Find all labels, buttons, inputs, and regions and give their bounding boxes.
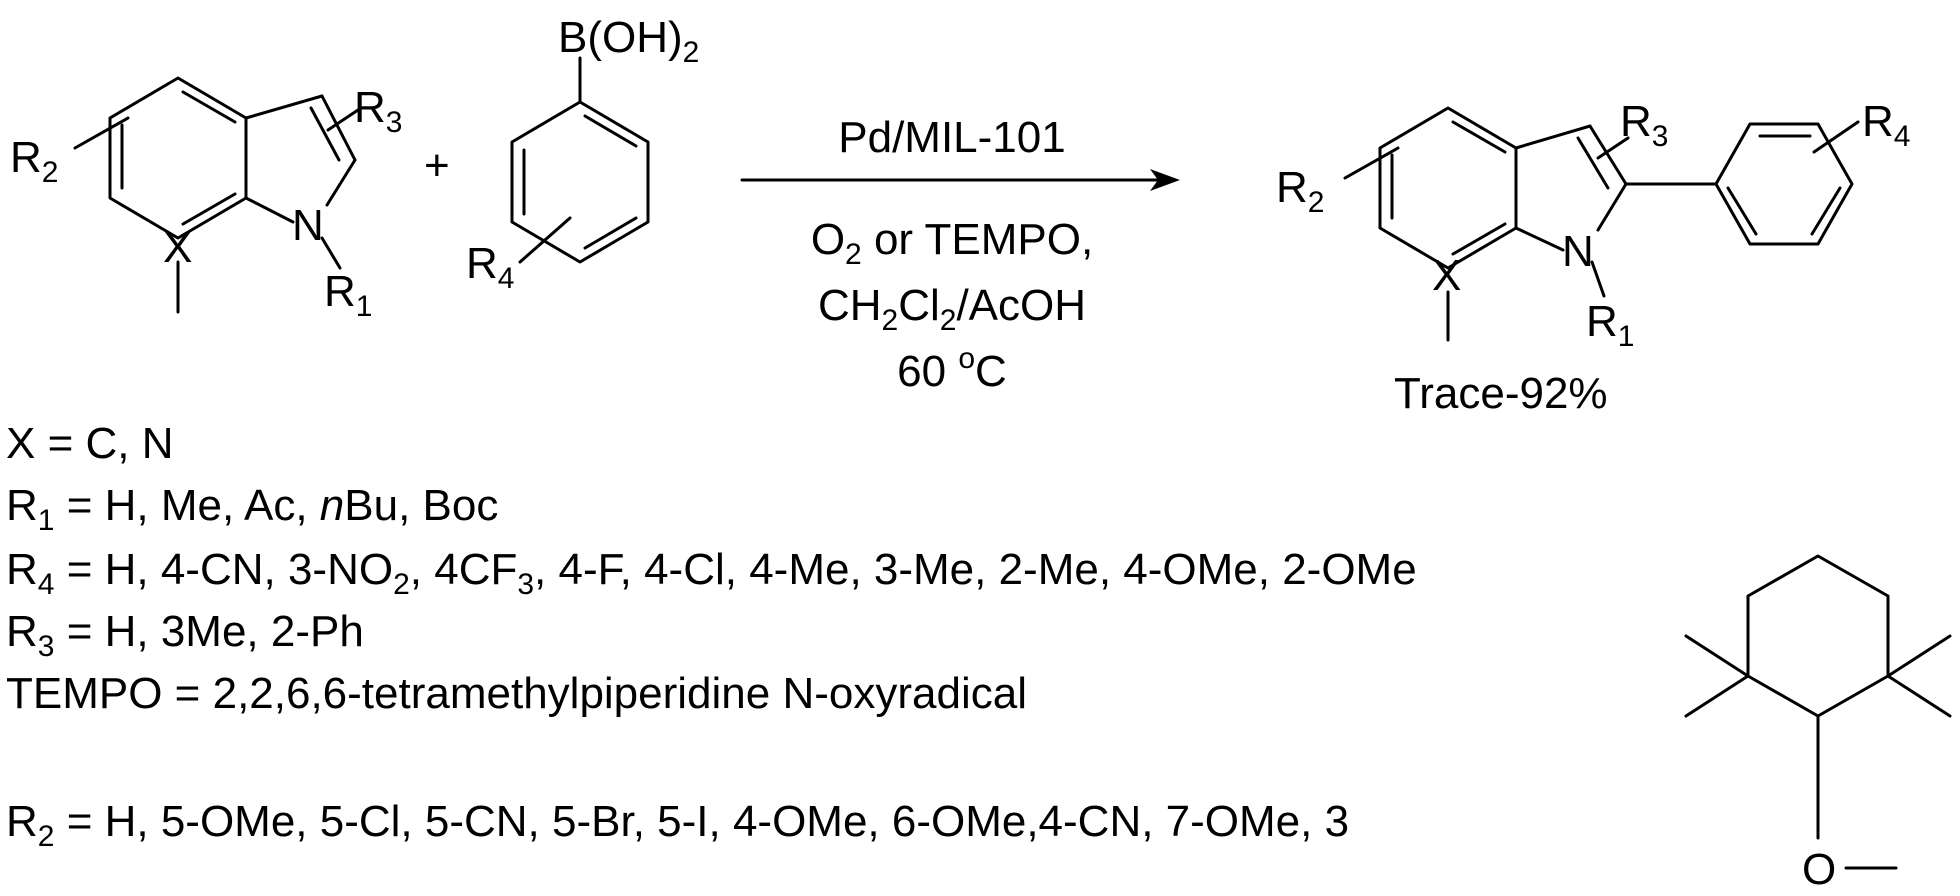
product-r3-bond [1596, 136, 1630, 160]
tempo-structure: O [1684, 554, 1952, 894]
product-yield-label: Trace-92% [1394, 369, 1608, 418]
reaction-conditions: Pd/MIL-101 O2 or TEMPO, CH2Cl2/AcOH 60 o… [740, 113, 1180, 396]
def-r1-line: R1 = H, Me, Ac, nBu, Boc [6, 481, 498, 537]
indole-benzene-ring [108, 76, 248, 240]
substituent-definitions: X = C, N R1 = H, Me, Ac, nBu, Boc R4 = H… [6, 419, 1417, 853]
plus-sign: + [424, 141, 450, 190]
tempo-ring [1746, 554, 1890, 718]
def-r4-line: R4 = H, 4-CN, 3-NO2, 4CF3, 4-F, 4-Cl, 4-… [6, 545, 1417, 601]
indole-r1-label: R1 [324, 267, 372, 323]
product-x-label: X [1432, 251, 1461, 300]
product-aryl-inner-2 [1810, 186, 1842, 236]
tempo-methyl-4 [1886, 674, 1952, 718]
indole-r3-bond [326, 108, 360, 132]
product-inner-bond-1 [1451, 120, 1507, 154]
tempo-methyl-1 [1684, 674, 1750, 718]
product-c2n-bond [1596, 182, 1628, 232]
def-r2-line: R2 = H, 5-OMe, 5-Cl, 5-CN, 5-Br, 5-I, 4-… [6, 797, 1349, 853]
indole-n-r1-bond [320, 236, 342, 270]
oxidant-label: O2 or TEMPO, [811, 215, 1093, 271]
product-inner-bond-3 [1451, 222, 1507, 256]
indole-c2n-bond [325, 158, 357, 207]
tempo-methyl-3 [1886, 634, 1952, 678]
boronic-r4-label: R4 [466, 239, 514, 295]
def-r3-line: R3 = H, 3Me, 2-Ph [6, 607, 364, 663]
product-aryl-ring [1714, 122, 1854, 246]
indole-r2-bond [73, 116, 130, 150]
product-r4-bond [1812, 120, 1860, 154]
temperature-label: 60 oC [897, 342, 1007, 396]
product-r4-label: R4 [1862, 97, 1910, 153]
indole-c2c3-double [309, 106, 341, 162]
catalyst-label: Pd/MIL-101 [838, 113, 1065, 162]
reactant-boronic-acid: B(OH)2 R4 [466, 13, 699, 295]
tempo-o-label: O [1802, 845, 1836, 894]
boronic-r4-bond [518, 216, 572, 264]
boronic-acid-group-label: B(OH)2 [558, 13, 699, 69]
indole-r3-label: R3 [354, 83, 402, 139]
boronic-benzene-ring [510, 100, 650, 264]
indole-r2-label: R2 [10, 133, 58, 189]
indole-n-label: N [292, 201, 324, 250]
product-r2-label: R2 [1276, 163, 1324, 219]
indole-inner-bond-1 [181, 90, 237, 124]
reaction-arrow-head [1150, 169, 1180, 191]
product-n-label: N [1562, 227, 1594, 276]
product-benzene-ring [1378, 106, 1518, 270]
product-c3-bond [1514, 124, 1592, 150]
boronic-inner-bond-3 [583, 216, 638, 250]
def-tempo-line: TEMPO = 2,2,6,6-tetramethylpiperidine N-… [6, 669, 1027, 718]
product-c2c3-bond [1588, 124, 1628, 186]
product-r1-label: R1 [1586, 297, 1634, 353]
product-r2-bond [1343, 146, 1400, 180]
indole-bonds [73, 76, 360, 314]
boronic-inner-bond-1 [583, 114, 638, 148]
product-n-c7a-bond [1514, 226, 1565, 252]
product-n-r1-bond [1590, 260, 1606, 298]
def-x-line: X = C, N [6, 419, 174, 468]
reactant-indole: R2 R3 N R1 X [10, 76, 402, 323]
tempo-methyl-2 [1684, 634, 1750, 678]
indole-c3-bond [244, 94, 324, 120]
indole-n-c7a-bond [244, 196, 295, 224]
indole-x-label: X [163, 223, 192, 272]
product-r3-label: R3 [1620, 97, 1668, 153]
product-c2c3-double [1576, 136, 1610, 190]
product-aryl-inner-3 [1726, 186, 1758, 236]
solvent-label: CH2Cl2/AcOH [818, 281, 1086, 337]
indole-inner-bond-3 [181, 192, 237, 226]
indole-c2c3-bond [320, 94, 357, 162]
product-structure: R2 R3 R4 N R1 X Trace-92% [1276, 97, 1910, 418]
